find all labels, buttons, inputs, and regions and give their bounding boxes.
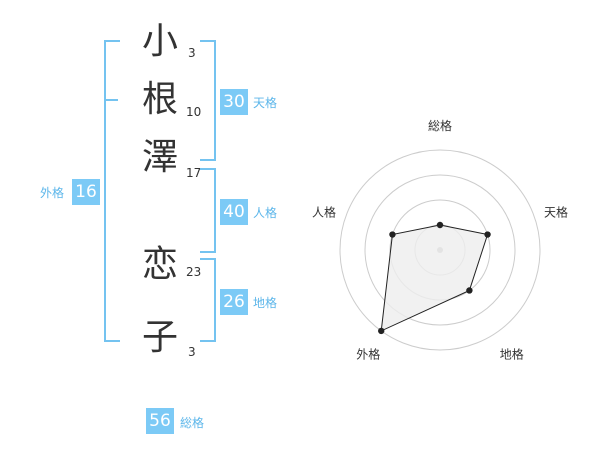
soukaku-label: 総格 bbox=[180, 416, 205, 430]
chikaku-label: 地格 bbox=[253, 296, 278, 310]
soukaku-value: 56 bbox=[146, 408, 174, 434]
radar-point-2 bbox=[484, 231, 491, 238]
tenkaku-value: 30 bbox=[220, 89, 248, 115]
gaikaku-bracket bbox=[104, 40, 120, 342]
stroke-count-3: 17 bbox=[186, 166, 202, 180]
jinkaku-label: 人格 bbox=[253, 206, 278, 220]
gaikaku-bracket-tick-top bbox=[104, 99, 118, 101]
radar-axis-label-2: 天格 bbox=[544, 204, 568, 219]
radar-axis-label-3: 地格 bbox=[500, 347, 524, 362]
radar-point-1 bbox=[436, 221, 444, 229]
stroke-count-2: 10 bbox=[186, 105, 202, 119]
radar-axis-label-5: 人格 bbox=[312, 204, 336, 219]
gaikaku-label: 外格 bbox=[40, 186, 65, 200]
radar-point-3 bbox=[466, 287, 473, 294]
tenkaku-label: 天格 bbox=[253, 96, 278, 110]
radar-axis-label-1: 総格 bbox=[428, 118, 452, 133]
chikaku-value: 26 bbox=[220, 289, 248, 315]
radar-data-points bbox=[378, 221, 491, 335]
stroke-count-5: 3 bbox=[188, 345, 196, 359]
chikaku-bracket bbox=[200, 258, 216, 342]
radar-data-polygon bbox=[380, 224, 489, 332]
name-char-3: 澤 bbox=[142, 137, 179, 178]
jinkaku-value: 40 bbox=[220, 199, 248, 225]
gaikaku-value: 16 bbox=[72, 179, 100, 205]
radar-ring-3 bbox=[364, 174, 516, 326]
radar-point-4 bbox=[378, 327, 385, 335]
stroke-count-4: 23 bbox=[186, 265, 202, 279]
radar-ring-4 bbox=[339, 149, 541, 351]
name-char-5: 子 bbox=[142, 317, 179, 358]
name-char-2: 根 bbox=[142, 79, 179, 120]
radar-axis-label-4: 外格 bbox=[356, 347, 380, 362]
name-char-1: 小 bbox=[142, 21, 179, 62]
stroke-count-1: 3 bbox=[188, 46, 196, 60]
radar-point-5 bbox=[389, 231, 396, 238]
tenkaku-bracket bbox=[200, 40, 216, 161]
name-char-4: 恋 bbox=[142, 244, 179, 285]
jinkaku-bracket bbox=[200, 168, 216, 253]
